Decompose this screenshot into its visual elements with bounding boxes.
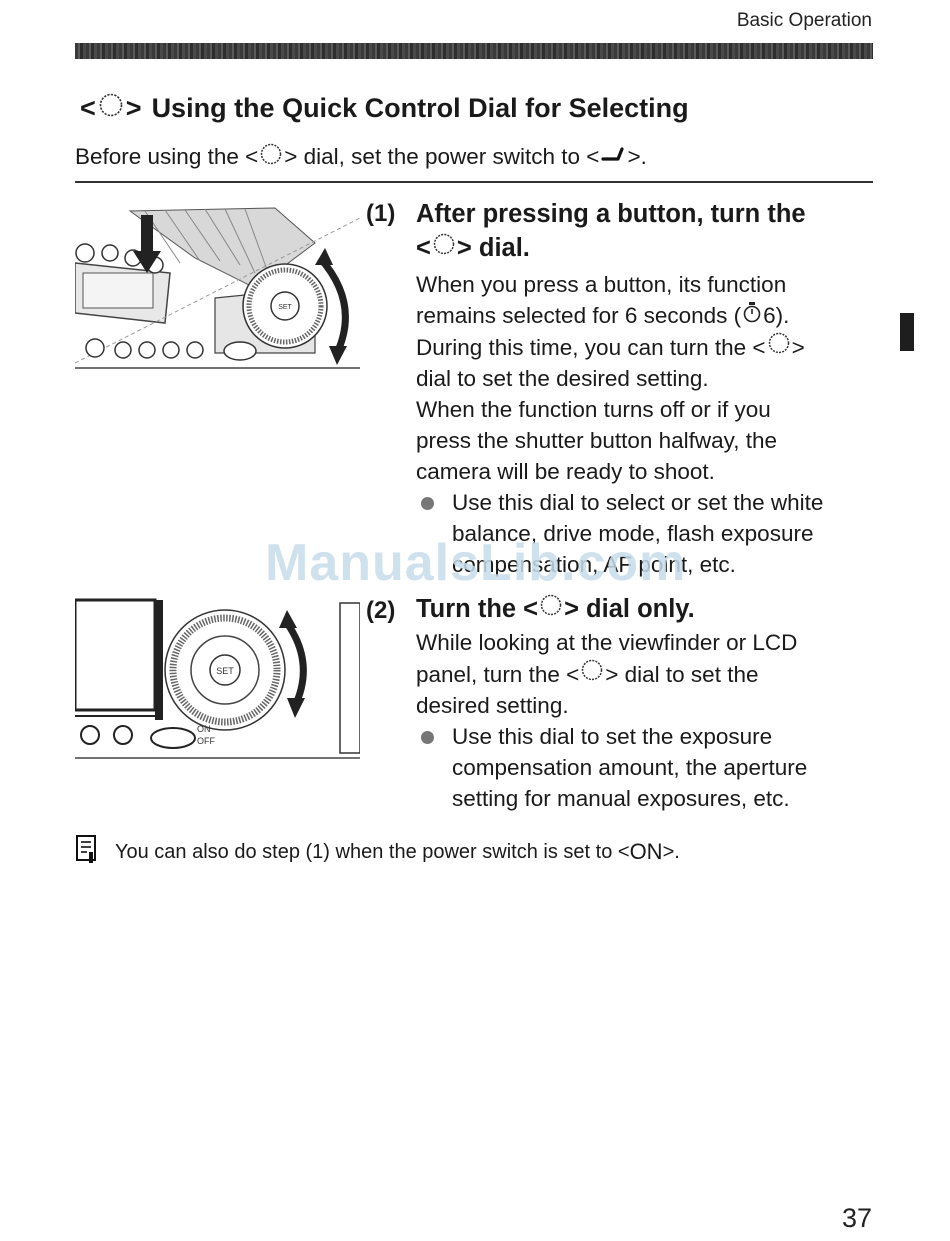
- page-number: 37: [841, 1203, 872, 1233]
- intro-middle: > dial, set the power switch to <: [284, 144, 600, 169]
- intro-after: >.: [627, 144, 647, 169]
- watermark: ManualsLib.com: [265, 534, 687, 592]
- note-text-after: >.: [662, 840, 680, 863]
- step-1-block: After pressing a button, turn the < > di…: [416, 197, 876, 580]
- step-1-body-line: remains selected for 6 seconds ( 6 ).: [416, 300, 876, 331]
- intro-text: Before using the < > dial, set the power…: [75, 142, 647, 172]
- timer-value: 6: [763, 303, 776, 328]
- step-1-bullet: Use this dial to select or set the white…: [416, 487, 876, 580]
- quick-control-dial-icon: [432, 231, 456, 265]
- section-divider: [75, 181, 873, 183]
- intro-before: Before using the <: [75, 144, 259, 169]
- step-1-body-line: camera will be ready to shoot.: [416, 459, 715, 484]
- step-1-body-line: When the function turns off or if you: [416, 397, 771, 422]
- title-text: Using the Quick Control Dial for Selecti…: [151, 93, 689, 123]
- step-2-heading-suffix: > dial only.: [564, 595, 695, 623]
- step-2-bullet-line: setting for manual exposures, etc.: [452, 786, 790, 811]
- step-1-body-text: remains selected for 6 seconds (: [416, 303, 742, 328]
- step-1-body-text: During this time, you can turn the <: [416, 334, 766, 360]
- step-1-body: When you press a button, its function re…: [416, 269, 876, 580]
- fig2-off-label: OFF: [197, 736, 215, 746]
- power-switch-icon: [600, 144, 626, 170]
- step-1-heading-suffix: > dial.: [456, 234, 530, 262]
- step-1-heading-line2: < > dial.: [416, 231, 876, 265]
- header-bar: [75, 43, 873, 59]
- section-title: < > Using the Quick Control Dial for Sel…: [80, 92, 689, 125]
- step-2-heading-prefix: Turn the <: [416, 595, 539, 623]
- memo-note-icon: [75, 834, 101, 870]
- step-2-body: While looking at the viewfinder or LCD p…: [416, 627, 876, 814]
- step-2-body-text: panel, turn the <: [416, 661, 580, 687]
- note-on-label: ON: [629, 839, 663, 864]
- step-2-bullet-line: Use this dial to set the exposure: [452, 724, 773, 749]
- fig1-set-label: SET: [278, 304, 292, 311]
- step-1-bullet-line: compensation, AF point, etc.: [452, 552, 736, 577]
- step-2-block: Turn the < > dial only. While looking at…: [416, 592, 876, 814]
- fig2-on-label: ON: [197, 724, 211, 734]
- step-2-body-line: While looking at the viewfinder or LCD: [416, 630, 798, 655]
- chapter-tab-marker: [900, 313, 914, 351]
- step-1-heading-line1: After pressing a button, turn the: [416, 200, 806, 228]
- bullet-dot-icon: [421, 731, 434, 744]
- step-1-body-line: dial to set the desired setting.: [416, 366, 709, 391]
- fig2-set-label: SET: [216, 666, 234, 676]
- step-1-bullet-line: Use this dial to select or set the white: [452, 490, 824, 515]
- camera-back-illustration: SET ON OFF: [73, 598, 361, 768]
- step-2-body-line: desired setting.: [416, 693, 569, 718]
- step-1-body-text: ).: [775, 303, 790, 328]
- step-1-bullet-line: balance, drive mode, flash exposure: [452, 521, 814, 546]
- camera-top-illustration: SET: [74, 203, 361, 378]
- step-2-bullet: Use this dial to set the exposure compen…: [416, 721, 876, 814]
- step-1-body-line: When you press a button, its function: [416, 272, 787, 297]
- step-2-body-line: panel, turn the < > dial to set the: [416, 658, 876, 690]
- step-2-heading: Turn the < > dial only.: [416, 592, 876, 626]
- note: You can also do step (1) when the power …: [75, 834, 680, 870]
- step-2-number: (2): [366, 597, 396, 624]
- step-1-number: (1): [366, 200, 396, 227]
- step-1-body-line: During this time, you can turn the < >: [416, 331, 876, 363]
- step-1-body-text: >: [791, 334, 805, 360]
- step-1-body-line: press the shutter button halfway, the: [416, 428, 778, 453]
- title-suffix: >: [125, 93, 142, 123]
- bullet-dot-icon: [421, 497, 434, 510]
- step-1-heading-prefix: <: [416, 234, 431, 262]
- title-prefix: <: [80, 93, 96, 123]
- quick-control-dial-icon: [539, 592, 563, 626]
- step-2-bullet-line: compensation amount, the aperture: [452, 755, 808, 780]
- step-2-body-text: > dial to set the: [605, 661, 759, 687]
- timer-icon: [742, 300, 762, 331]
- quick-control-dial-icon: [259, 142, 283, 172]
- quick-control-dial-icon: [98, 92, 124, 125]
- note-text-before: You can also do step (1) when the power …: [115, 840, 630, 863]
- header-section-name: Basic Operation: [736, 10, 872, 31]
- quick-control-dial-icon: [767, 331, 791, 363]
- quick-control-dial-icon: [580, 658, 604, 690]
